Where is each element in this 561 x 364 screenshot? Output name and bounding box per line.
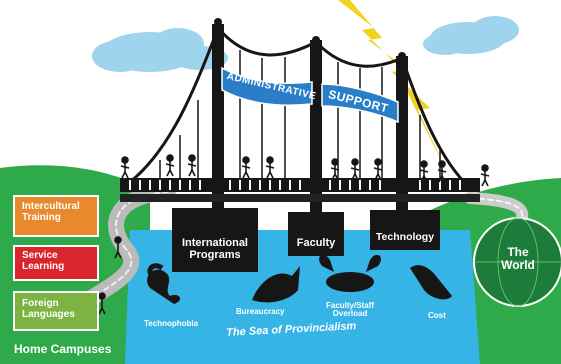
- technophobia-label: Technophobia: [144, 319, 199, 328]
- pillar-label-technology: Technology: [375, 231, 435, 243]
- pillar-label-international-line1: International: [181, 237, 248, 249]
- campus-box-intercultural: [13, 195, 99, 237]
- campus-label-foreign: Foreign Languages: [22, 298, 75, 320]
- campus-label-foreign-line2: Languages: [22, 308, 75, 320]
- campus-label-intercultural-line2: Training: [22, 211, 61, 223]
- campus-label-service: Service Learning: [22, 250, 65, 272]
- pillar-bases: [172, 208, 440, 272]
- cloud-left: [92, 28, 228, 72]
- cloud-right: [423, 16, 519, 55]
- technophobia-monster: [147, 263, 181, 304]
- cost-label: Cost: [428, 311, 446, 320]
- world-label-line2: World: [501, 257, 535, 272]
- pillar-label-international-line2: Programs: [189, 248, 241, 261]
- people: [98, 154, 516, 315]
- home-campuses-label: Home Campuses: [14, 342, 112, 356]
- overload-label-line2: Overload: [332, 309, 368, 319]
- overload-label-line1: Faculty/Staff: [325, 301, 374, 310]
- campus-box-foreign: [13, 291, 99, 331]
- overload-crab: [319, 254, 381, 292]
- bureaucracy-shark: [252, 266, 300, 303]
- world-label-line1: The: [507, 245, 529, 259]
- cost-shark: [410, 265, 452, 300]
- world-globe: [473, 217, 561, 307]
- world-label: The World: [496, 246, 540, 271]
- admin-support-banner: [221, 66, 399, 124]
- pillar-label-faculty: Faculty: [296, 237, 336, 249]
- overload-label: Faculty/Staff Overload: [320, 301, 380, 319]
- pillar-towers: [212, 18, 408, 220]
- campus-label-intercultural-line1: Intercultural: [22, 201, 80, 212]
- campus-box-service: [13, 245, 99, 281]
- pillar-label-international: International Programs: [172, 237, 258, 261]
- bridge-cables: [129, 27, 472, 190]
- campus-label-intercultural: Intercultural Training: [22, 201, 80, 223]
- campus-label-service-line1: Service: [22, 250, 58, 261]
- campus-label-service-line2: Learning: [22, 260, 65, 272]
- campus-label-foreign-line1: Foreign: [22, 298, 59, 309]
- bureaucracy-label: Bureaucracy: [236, 307, 285, 316]
